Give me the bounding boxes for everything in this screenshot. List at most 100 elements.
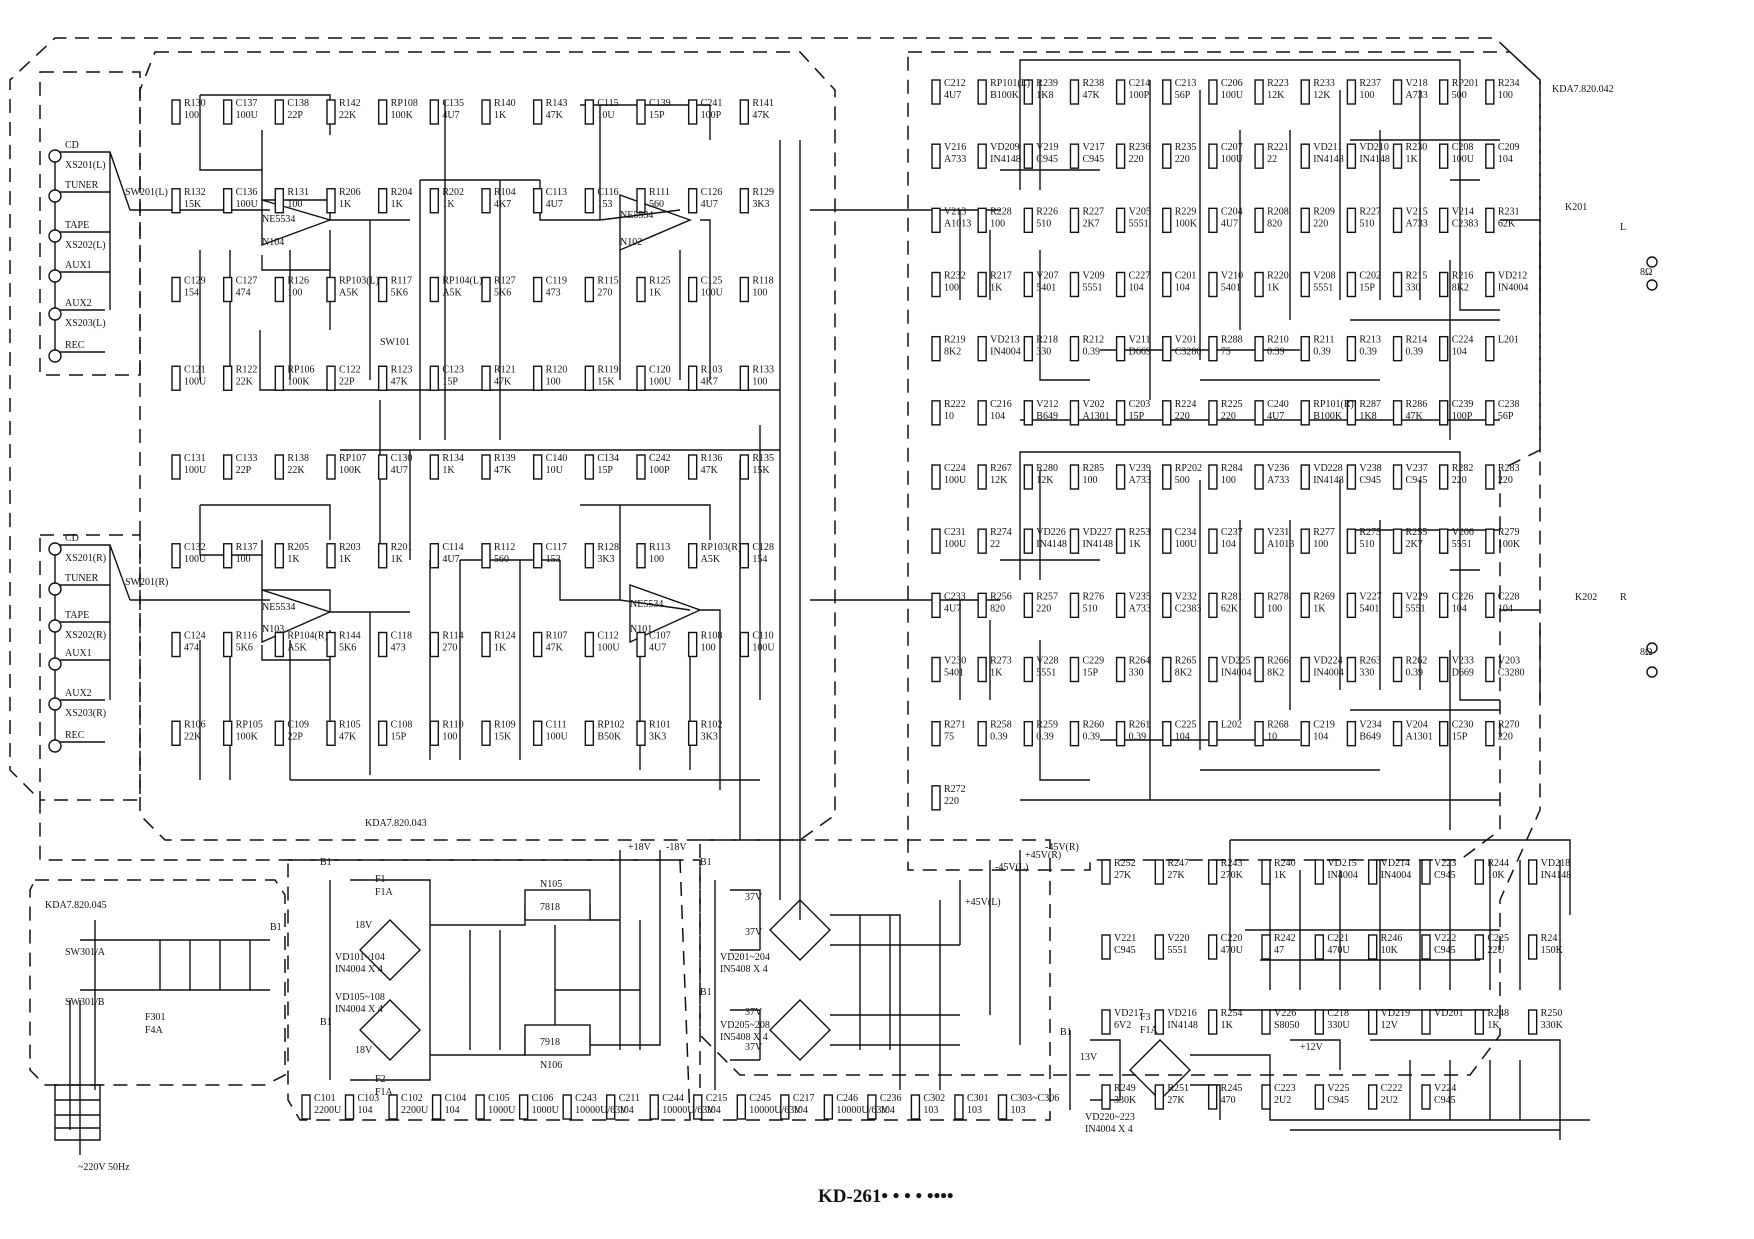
component-body xyxy=(1392,400,1403,426)
power-label: 18V xyxy=(355,920,373,931)
component-ref: V239 xyxy=(1129,463,1151,474)
component-ref: RP108 xyxy=(391,98,418,109)
component-ref: R251 xyxy=(1167,1083,1189,1094)
component-value: 103 xyxy=(967,1105,982,1116)
component-body xyxy=(222,99,233,125)
component-value: 47K xyxy=(701,465,719,476)
component-body xyxy=(1069,528,1080,554)
component-value: A1013 xyxy=(944,218,971,229)
component-body xyxy=(274,365,285,391)
component-body xyxy=(1101,934,1111,960)
component-ref: C115 xyxy=(597,98,618,109)
component-value: 100 xyxy=(184,110,199,121)
component-body xyxy=(171,454,181,480)
component-ref: V209 xyxy=(1082,271,1104,282)
component-body xyxy=(532,543,543,569)
component-body xyxy=(171,99,181,125)
input-jack-icon xyxy=(48,542,62,556)
component-body xyxy=(1115,271,1126,298)
component-ref: R271 xyxy=(944,720,966,731)
power-label: B1 xyxy=(700,987,712,998)
component-body xyxy=(1254,335,1264,362)
component-ref: V222 xyxy=(1434,933,1456,944)
component-value: 5551 xyxy=(1452,539,1472,550)
component-value: 104 xyxy=(1313,732,1328,743)
component-value: 27K xyxy=(1167,1095,1185,1106)
component-value: 100 xyxy=(236,554,251,565)
component-ref: R130 xyxy=(184,98,206,109)
component-ref: V202 xyxy=(1082,399,1104,410)
component-body xyxy=(1162,143,1172,169)
component-ref: R247 xyxy=(1167,858,1189,869)
component-ref: V217 xyxy=(1082,142,1104,153)
component-ref: R212 xyxy=(1082,335,1104,346)
component-body xyxy=(1485,400,1495,426)
component-body xyxy=(1421,934,1431,960)
component-body xyxy=(977,207,987,234)
component-ref: RP103(R) xyxy=(701,542,742,553)
component-ref: R216 xyxy=(1452,271,1474,282)
component-body xyxy=(687,365,698,391)
ic-label: N102 xyxy=(620,237,642,248)
component-body xyxy=(1346,592,1357,619)
component-value: 104 xyxy=(445,1105,460,1116)
component-ref: RP103(L) xyxy=(339,276,379,287)
component-ref: R209 xyxy=(1313,206,1335,217)
board-code-mains: KDA7.820.045 xyxy=(45,900,107,911)
input-label-r: CD xyxy=(65,533,79,544)
component-value: 1000U xyxy=(532,1105,560,1116)
component-value: 104 xyxy=(1221,539,1236,550)
power-label: -45V(L) xyxy=(995,862,1028,873)
power-label: F2 xyxy=(375,1074,386,1085)
component-ref: V211 xyxy=(1129,335,1151,346)
component-ref: C234 xyxy=(1175,527,1197,538)
component-body xyxy=(584,99,595,125)
component-value: A5K xyxy=(287,643,307,654)
component-value: 100P xyxy=(1129,90,1150,101)
component-ref: VD225 xyxy=(1221,656,1250,667)
component-ref: R125 xyxy=(649,276,671,287)
component-ref: R222 xyxy=(944,399,966,410)
component-ref: C218 xyxy=(1327,1008,1349,1019)
component-value: 560 xyxy=(494,554,509,565)
power-label: +12V xyxy=(1300,1042,1324,1053)
component-ref: R235 xyxy=(1175,142,1197,153)
input-label-l: TUNER xyxy=(65,180,99,191)
component-body xyxy=(1162,207,1172,234)
component-body xyxy=(429,365,440,391)
component-ref: R138 xyxy=(287,453,309,464)
component-body xyxy=(171,188,181,214)
component-body xyxy=(977,79,987,105)
input-jack-icon xyxy=(48,269,62,283)
component-ref: RP202 xyxy=(1175,463,1202,474)
component-ref: C103 xyxy=(358,1093,380,1104)
component-body xyxy=(636,631,646,658)
input-label-r: AUX1 xyxy=(65,648,92,659)
component-value: A5K xyxy=(442,288,462,299)
component-ref: C241 xyxy=(701,98,723,109)
component-value: A733 xyxy=(1129,475,1151,486)
component-ref: V206 xyxy=(1452,527,1474,538)
component-ref: C213 xyxy=(1175,78,1197,89)
component-body xyxy=(1023,143,1034,169)
component-ref: VD215 xyxy=(1327,858,1356,869)
component-body xyxy=(636,365,646,391)
component-body xyxy=(1392,143,1403,169)
component-value: IN4148 xyxy=(1036,539,1067,550)
component-body xyxy=(326,720,336,746)
component-value: IN4148 xyxy=(1082,539,1113,550)
input-label-r: TUNER xyxy=(65,573,99,584)
component-body xyxy=(1115,400,1126,426)
component-value: 1K xyxy=(649,288,662,299)
component-body xyxy=(1346,143,1357,169)
component-value: C945 xyxy=(1434,1095,1456,1106)
component-ref: R117 xyxy=(391,276,412,287)
component-body xyxy=(954,1094,964,1120)
component-body xyxy=(274,188,285,214)
component-value: A1301 xyxy=(1082,411,1109,422)
component-ref: RP106 xyxy=(287,364,314,375)
component-body xyxy=(1474,934,1485,960)
component-value: 1K xyxy=(990,668,1003,679)
component-body xyxy=(1485,656,1495,683)
component-ref: C239 xyxy=(1452,399,1474,410)
